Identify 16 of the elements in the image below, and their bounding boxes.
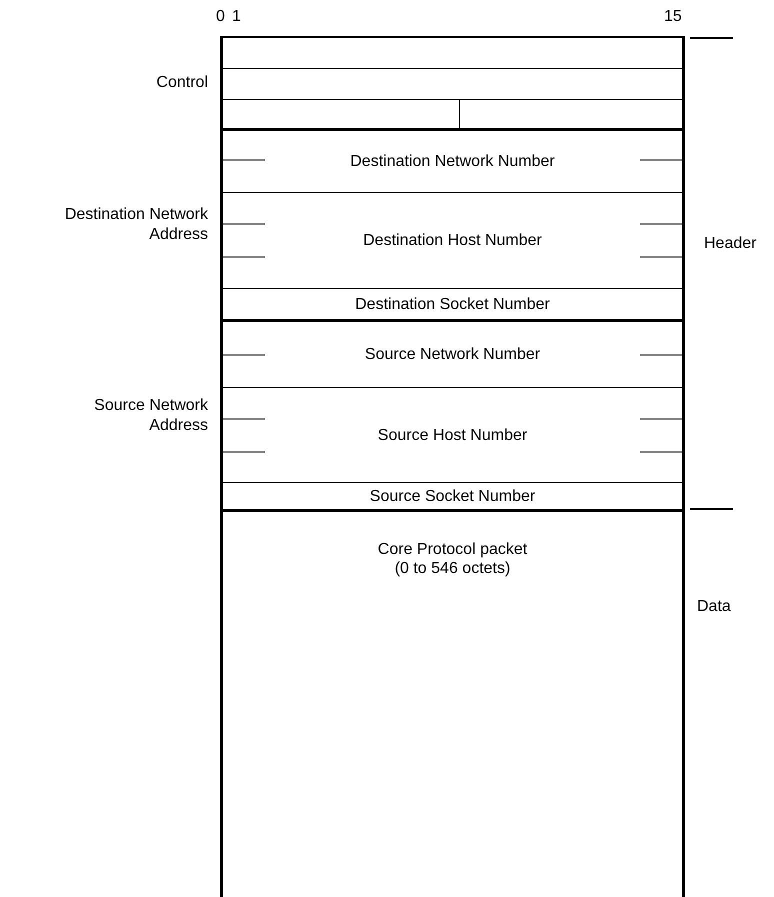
field-label: Source Host Number <box>378 426 528 444</box>
bit-number: 15 <box>664 8 682 26</box>
group-label: Source Network Address <box>93 396 208 436</box>
field-box <box>220 509 685 897</box>
section-label: Header <box>704 235 756 253</box>
field-label: Source Network Number <box>364 345 540 364</box>
field-label: Destination Socket Number <box>355 294 550 314</box>
field-label: Destination Network Number <box>350 152 555 171</box>
group-label: Control <box>155 73 208 93</box>
field-label: Core Protocol packet (0 to 546 octets) <box>376 540 528 578</box>
field-label: Destination Host Number <box>363 231 542 250</box>
group-label: Destination Network Address <box>64 205 208 245</box>
field-label: Source Socket Number <box>370 486 536 506</box>
section-label: Data <box>697 598 731 616</box>
bit-number: 0 <box>216 8 225 26</box>
bit-number: 1 <box>232 8 241 26</box>
